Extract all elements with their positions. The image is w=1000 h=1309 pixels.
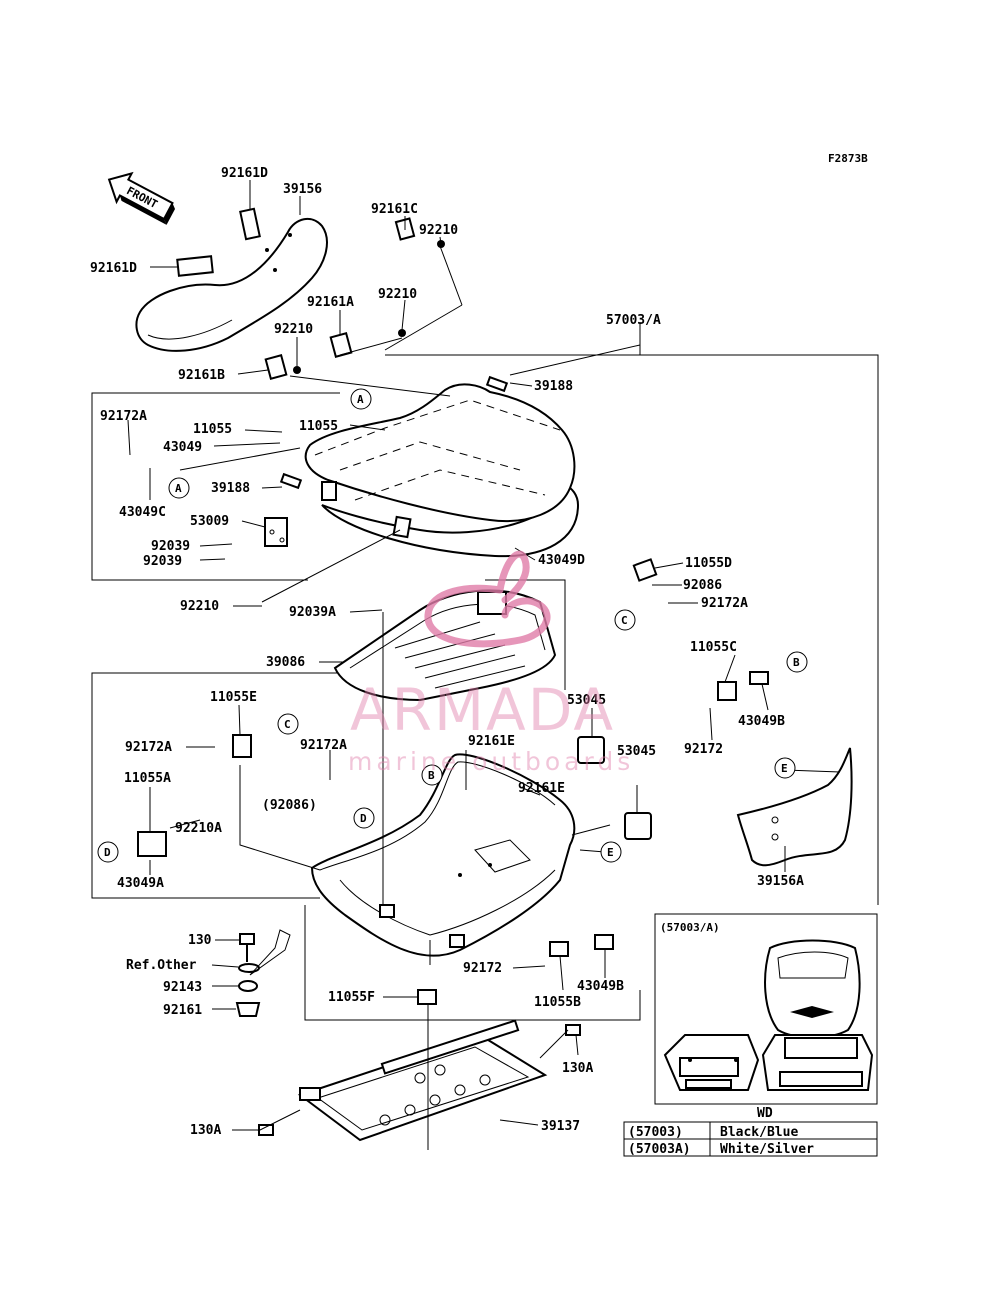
watermark-brand: ARMADA xyxy=(350,676,615,744)
part-label: 92161 xyxy=(163,1003,202,1018)
callout-d-2: D xyxy=(104,846,111,859)
legend-color-1: Black/Blue xyxy=(720,1125,798,1140)
part-label: 43049B xyxy=(577,979,624,994)
part-label: 43049C xyxy=(119,505,166,520)
part-label: 92161E xyxy=(518,781,565,796)
part-label: 92161D xyxy=(90,261,137,276)
callout-c-1: C xyxy=(621,614,628,627)
watermark-tagline: marine outboards xyxy=(348,747,634,776)
part-label: 130A xyxy=(190,1123,221,1138)
part-label: Ref.Other xyxy=(126,958,197,973)
inset-title: (57003/A) xyxy=(660,921,720,934)
part-label: 11055E xyxy=(210,690,257,705)
part-labels: 92161D 39156 92161D 92161C 92210 92210 9… xyxy=(90,166,804,1138)
part-label: 92086 xyxy=(683,578,722,593)
part-label: 92172A xyxy=(100,409,147,424)
part-label: 11055 xyxy=(299,419,338,434)
part-label: 11055A xyxy=(124,771,171,786)
part-label: 39156 xyxy=(283,182,322,197)
part-label: 92161B xyxy=(178,368,225,383)
part-label: 92172A xyxy=(300,738,347,753)
callout-b-2: B xyxy=(428,769,435,782)
part-label: 11055 xyxy=(193,422,232,437)
part-label: 92161C xyxy=(371,202,418,217)
part-label: 92161D xyxy=(221,166,268,181)
part-label: 92210 xyxy=(378,287,417,302)
part-label: 92161E xyxy=(468,734,515,749)
part-label: 43049B xyxy=(738,714,785,729)
inset-footer: WD xyxy=(757,1106,773,1121)
part-label: 130 xyxy=(188,933,212,948)
part-label: 92210 xyxy=(274,322,313,337)
part-label: 53009 xyxy=(190,514,229,529)
part-label: 43049A xyxy=(117,876,164,891)
color-inset: (57003/A) WD xyxy=(654,913,878,1121)
part-label: (92086) xyxy=(262,798,317,813)
part-label: 92210 xyxy=(419,223,458,238)
part-label: 92172A xyxy=(125,740,172,755)
part-label: 11055D xyxy=(685,556,732,571)
trunk-body xyxy=(310,753,576,965)
watermark-logo-icon xyxy=(424,550,551,648)
watermark: ARMADA marine outboards xyxy=(348,550,634,776)
part-label: 39188 xyxy=(211,481,250,496)
part-label: 39086 xyxy=(266,655,305,670)
part-label: 92172A xyxy=(701,596,748,611)
color-legend-table: (57003) Black/Blue (57003A) White/Silver xyxy=(623,1121,878,1157)
part-label: 92210A xyxy=(175,821,222,836)
front-arrow-icon: FRONT xyxy=(107,171,176,225)
part-label: 11055B xyxy=(534,995,581,1010)
part-label: 53045 xyxy=(567,693,606,708)
figure-code: F2873B xyxy=(828,152,868,165)
part-label: 11055C xyxy=(690,640,737,655)
legend-code-2: (57003A) xyxy=(628,1142,691,1157)
carrier-rack-39137 xyxy=(257,1019,581,1142)
part-label: 92143 xyxy=(163,980,202,995)
part-label: 39137 xyxy=(541,1119,580,1134)
part-label: 43049D xyxy=(538,553,585,568)
part-label: 53045 xyxy=(617,744,656,759)
callout-a-2: A xyxy=(175,482,182,495)
callout-c-2: C xyxy=(284,718,291,731)
callout-e-1: E xyxy=(781,762,788,775)
part-label: 92210 xyxy=(180,599,219,614)
lid-assembly xyxy=(264,375,658,582)
legend-color-2: White/Silver xyxy=(720,1142,814,1157)
part-label: 43049 xyxy=(163,440,202,455)
side-cover-39156A xyxy=(736,747,853,867)
part-label: 57003/A xyxy=(606,313,661,328)
part-label: 11055F xyxy=(328,990,375,1005)
seat-handle-39156 xyxy=(135,207,328,352)
callout-e-2: E xyxy=(607,846,614,859)
callout-circles xyxy=(97,388,808,863)
callout-b-1: B xyxy=(793,656,800,669)
part-label: 92172 xyxy=(684,742,723,757)
part-label: 39188 xyxy=(534,379,573,394)
part-label: 92172 xyxy=(463,961,502,976)
group-boxes xyxy=(91,322,879,1021)
part-label: 130A xyxy=(562,1061,593,1076)
callout-d-1: D xyxy=(360,812,367,825)
legend-code-1: (57003) xyxy=(628,1125,683,1140)
part-label: 92039 xyxy=(151,539,190,554)
bolt-stack-130 xyxy=(235,929,291,1017)
latches-53045 xyxy=(137,671,769,1005)
part-label: 92161A xyxy=(307,295,354,310)
callout-letters: A A B B C C D D E E xyxy=(104,393,800,859)
part-label: 92039A xyxy=(289,605,336,620)
part-label: 92039 xyxy=(143,554,182,569)
callout-a-1: A xyxy=(357,393,364,406)
part-label: 39156A xyxy=(757,874,804,889)
